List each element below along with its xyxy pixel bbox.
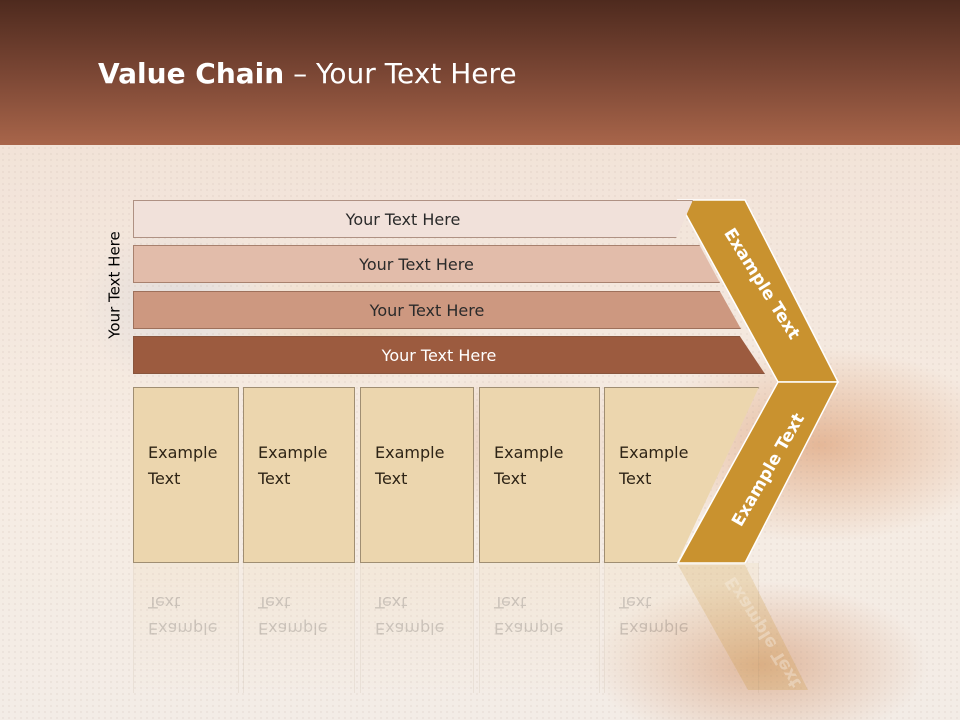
band-1[interactable]: Your Text Here xyxy=(133,200,693,238)
box-5-reflection-line-2: Text xyxy=(619,593,652,612)
example-box-1[interactable]: Example Text xyxy=(133,387,239,563)
band-4[interactable]: Your Text Here xyxy=(133,336,765,374)
box-5-reflection: Example Text xyxy=(604,563,759,693)
box-3-reflection-line-1: Example xyxy=(375,619,445,638)
box-2-reflection-line-1: Example xyxy=(258,619,328,638)
box-1-reflection-line-2: Text xyxy=(148,593,181,612)
box-4-reflection: Example Text xyxy=(479,563,600,693)
box-5-line-2: Text xyxy=(619,469,652,488)
band-3[interactable]: Your Text Here xyxy=(133,291,741,329)
title-rest: – Your Text Here xyxy=(284,57,517,90)
box-2-reflection-line-2: Text xyxy=(258,593,291,612)
box-3-line-2: Text xyxy=(375,469,408,488)
box-5-reflection-line-1: Example xyxy=(619,619,689,638)
band-2[interactable]: Your Text Here xyxy=(133,245,720,283)
title-bold: Value Chain xyxy=(98,57,285,90)
band-1-label: Your Text Here xyxy=(345,209,461,229)
example-box-3[interactable]: Example Text xyxy=(360,387,474,563)
title-bar: Value Chain – Your Text Here xyxy=(0,0,960,145)
box-4-reflection-line-2: Text xyxy=(494,593,527,612)
band-4-label: Your Text Here xyxy=(381,345,497,365)
side-label-text: Your Text Here xyxy=(106,231,124,339)
box-1-line-1: Example xyxy=(148,443,218,462)
box-4-line-2: Text xyxy=(494,469,527,488)
box-2-reflection: Example Text xyxy=(243,563,355,693)
box-1-line-2: Text xyxy=(148,469,181,488)
band-2-label: Your Text Here xyxy=(359,254,474,274)
box-2-line-2: Text xyxy=(258,469,291,488)
box-3-line-1: Example xyxy=(375,443,445,462)
band-3-label: Your Text Here xyxy=(369,300,485,320)
box-1-reflection-line-1: Example xyxy=(148,619,218,638)
box-3-reflection-line-2: Text xyxy=(375,593,408,612)
example-box-4[interactable]: Example Text xyxy=(479,387,600,563)
example-box-2[interactable]: Example Text xyxy=(243,387,355,563)
side-label[interactable]: Your Text Here xyxy=(100,200,130,370)
box-4-reflection-line-1: Example xyxy=(494,619,564,638)
slide-title[interactable]: Value Chain – Your Text Here xyxy=(98,54,517,94)
box-3-reflection: Example Text xyxy=(360,563,474,693)
box-1-reflection: Example Text xyxy=(133,563,239,693)
box-5-line-1: Example xyxy=(619,443,689,462)
box-4-line-1: Example xyxy=(494,443,564,462)
box-2-line-1: Example xyxy=(258,443,328,462)
